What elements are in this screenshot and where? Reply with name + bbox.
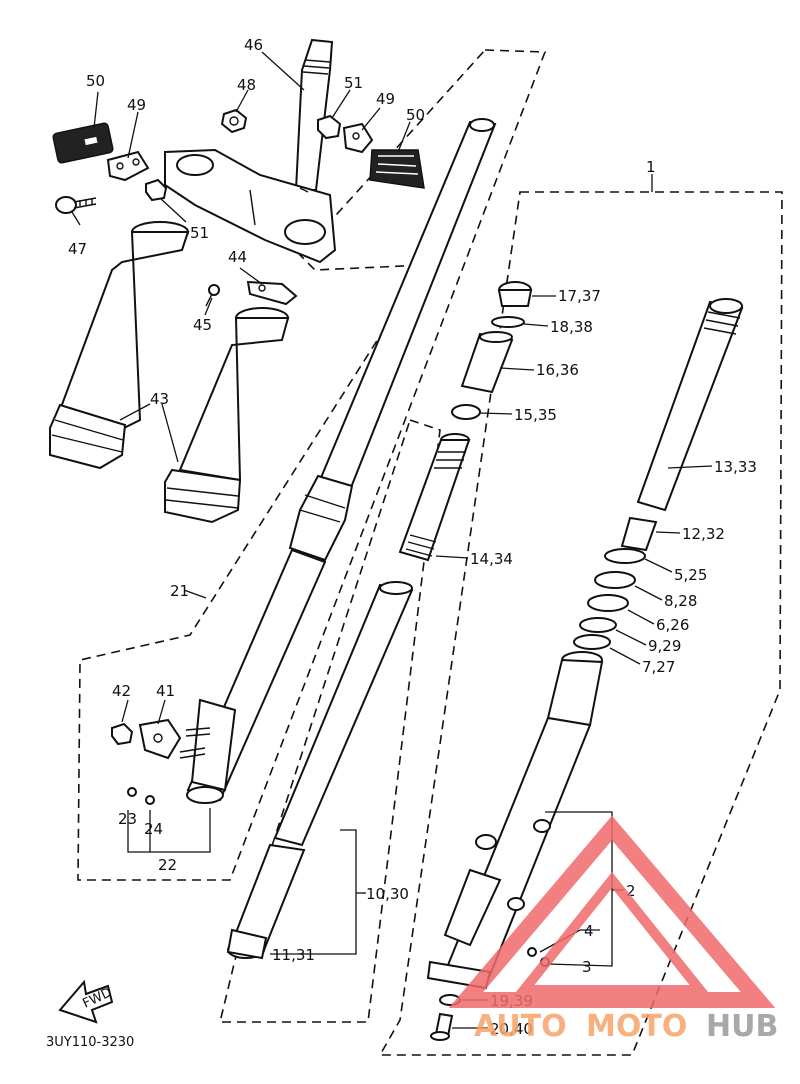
cable-holder-44 [246, 280, 298, 306]
diagram-code: 3UY110-3230 [46, 1035, 134, 1050]
holder-49-left [106, 150, 150, 182]
bolts-22 [179, 727, 211, 759]
bolt-45 [205, 284, 220, 307]
callout-6-26: 6,26 [656, 616, 689, 634]
cap-bolt-17 [497, 281, 533, 307]
callout-43: 43 [150, 390, 169, 408]
callout-41: 41 [156, 682, 175, 700]
callout-44: 44 [228, 248, 247, 266]
inner-tube-10 [273, 581, 414, 847]
reflector-50-right [369, 149, 425, 189]
bolt-23 [127, 787, 137, 797]
callout-7-27: 7,27 [642, 658, 675, 676]
watermark-logo-triangle [448, 815, 776, 1008]
fork-boot-43-right [164, 307, 290, 524]
callout-49-left: 49 [127, 96, 146, 114]
slide-metal-11 [226, 843, 306, 960]
callout-51-left: 51 [190, 224, 209, 242]
nut-42 [111, 722, 134, 746]
nut-48 [220, 108, 248, 134]
callout-50-left: 50 [86, 72, 105, 90]
callout-20-40: 20,40 [490, 1020, 533, 1038]
callout-48: 48 [237, 76, 256, 94]
callout-11-31: 11,31 [272, 946, 315, 964]
watermark-text-moto: MOTO [586, 1009, 687, 1044]
fork-spring-14 [398, 433, 471, 562]
callout-1: 1 [646, 158, 656, 176]
callout-3: 3 [582, 958, 592, 976]
callout-13-33: 13,33 [714, 458, 757, 476]
callout-15-35: 15,35 [514, 406, 557, 424]
cable-guide-50-left [52, 122, 114, 164]
group-1-boundary [378, 191, 783, 1056]
watermark-text-auto: AUTO [474, 1009, 567, 1044]
callout-12-32: 12,32 [682, 525, 725, 543]
callout-46: 46 [244, 36, 263, 54]
o-ring-18 [491, 316, 525, 328]
leader-lines [71, 51, 713, 1029]
piston-metal-12 [620, 516, 658, 552]
callout-4: 4 [584, 922, 594, 940]
fork-boot-43-left [49, 221, 190, 470]
callout-42: 42 [112, 682, 131, 700]
outer-tube-21 [186, 118, 497, 804]
watermark-text-hub: HUB [706, 1009, 778, 1044]
callout-47: 47 [68, 240, 87, 258]
oil-seal-rings [573, 548, 646, 650]
fwd-arrow: FWD [58, 979, 114, 1024]
callout-49-right: 49 [376, 90, 395, 108]
callout-23: 23 [118, 810, 137, 828]
callout-10-30: 10,30 [366, 885, 409, 903]
callout-9-29: 9,29 [648, 637, 681, 655]
callout-50-right: 50 [406, 106, 425, 124]
outer-tube-2 [426, 651, 604, 990]
damper-bolt-20 [430, 1012, 454, 1041]
spacer-16 [460, 331, 514, 394]
holder-41 [138, 718, 182, 760]
nut-51-left [145, 178, 168, 202]
callout-22: 22 [158, 856, 177, 874]
under-bracket [164, 148, 337, 264]
callout-14-34: 14,34 [470, 550, 513, 568]
callout-2: 2 [626, 882, 636, 900]
callout-18-38: 18,38 [550, 318, 593, 336]
callout-51-right: 51 [344, 74, 363, 92]
callout-5-25: 5,25 [674, 566, 707, 584]
callout-8-28: 8,28 [664, 592, 697, 610]
callout-17-37: 17,37 [558, 287, 601, 305]
inner-tube-13 [636, 298, 744, 512]
watermark: AUTO MOTO HUB [448, 815, 778, 1044]
spring-seat-15 [451, 404, 481, 420]
callout-16-36: 16,36 [536, 361, 579, 379]
callout-21: 21 [170, 582, 189, 600]
group-21-boundary [77, 49, 547, 881]
nut-51-right [317, 114, 342, 140]
callout-24: 24 [144, 820, 163, 838]
callout-45: 45 [193, 316, 212, 334]
steering-stem [294, 38, 334, 191]
holder-49-right [342, 122, 374, 154]
bolt-47 [55, 196, 97, 214]
washer-24 [145, 795, 155, 805]
